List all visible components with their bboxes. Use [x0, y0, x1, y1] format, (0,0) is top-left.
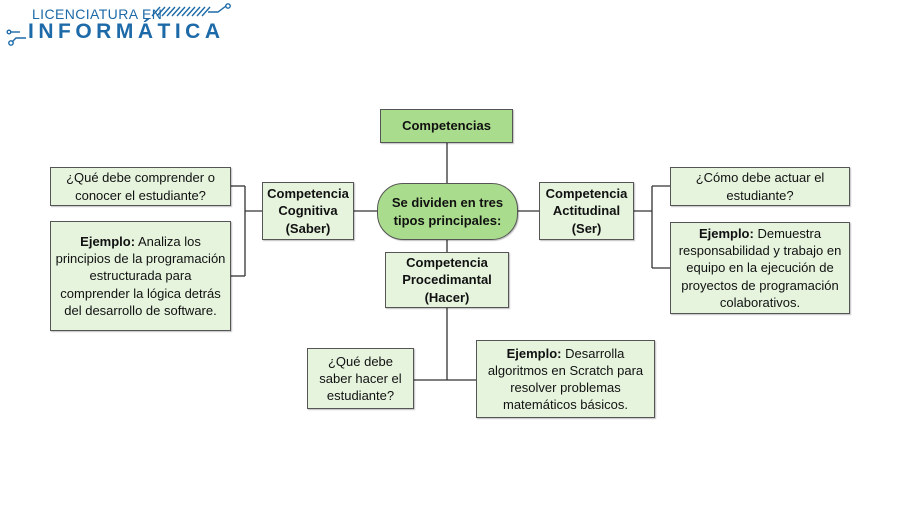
node-competencias: Competencias	[380, 109, 513, 143]
node-procedimental-question: ¿Qué debe saber hacer el estudiante?	[307, 348, 414, 409]
node-cognitiva-example: Ejemplo: Analiza los principios de la pr…	[50, 221, 231, 331]
logo: LICENCIATURA EN INFORMÁTICA	[6, 2, 236, 48]
node-cognitiva-question: ¿Qué debe comprender o conocer el estudi…	[50, 167, 231, 206]
logo-subtitle: LICENCIATURA EN	[32, 6, 163, 22]
logo-title: INFORMÁTICA	[28, 20, 225, 43]
node-competencia-procedimental: Competencia Procedimantal (Hacer)	[385, 252, 509, 308]
node-procedimental-example: Ejemplo: Desarrolla algoritmos en Scratc…	[476, 340, 655, 418]
circuit-lines-graphic	[6, 3, 231, 46]
node-actitudinal-example: Ejemplo: Demuestra responsabilidad y tra…	[670, 222, 850, 314]
node-center: Se dividen en tres tipos principales:	[377, 183, 518, 240]
node-competencia-cognitiva: Competencia Cognitiva (Saber)	[262, 182, 354, 240]
node-actitudinal-question: ¿Cómo debe actuar el estudiante?	[670, 167, 850, 206]
node-competencia-actitudinal: Competencia Actitudinal (Ser)	[539, 182, 634, 240]
